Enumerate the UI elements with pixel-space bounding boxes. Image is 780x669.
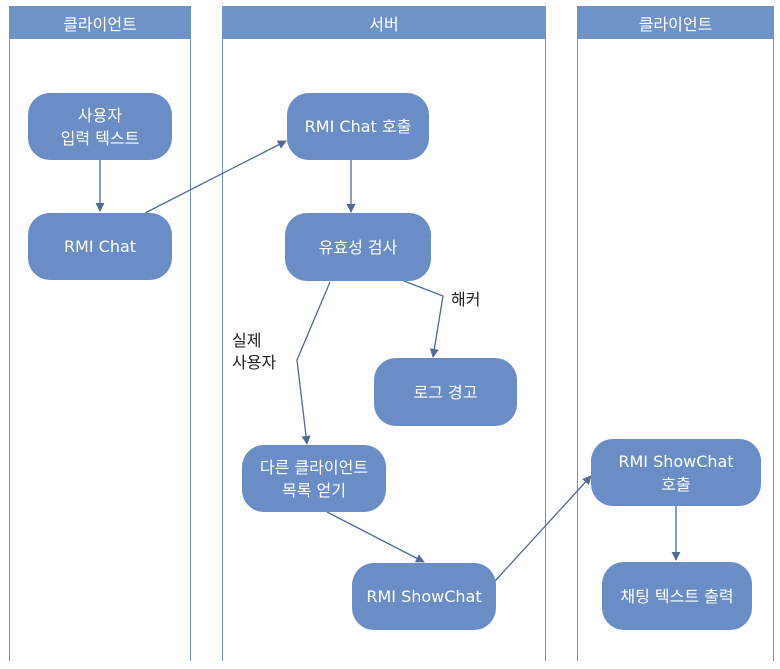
lane-header-client-right: 클라이언트 (577, 6, 774, 39)
node-rmi-showchat: RMI ShowChat (352, 563, 496, 630)
edge-label-real-user: 실제 사용자 (232, 331, 277, 372)
node-get-other-clients: 다른 클라이언트 목록 얻기 (242, 445, 386, 512)
node-user-input: 사용자 입력 텍스트 (28, 93, 172, 160)
node-rmi-chat: RMI Chat (28, 213, 172, 280)
edge-label-hacker: 해커 (451, 290, 481, 309)
lane-header-client-left: 클라이언트 (9, 6, 191, 39)
lane-server (222, 6, 546, 661)
node-validity-check: 유효성 검사 (285, 213, 431, 281)
lane-client-right (577, 6, 774, 661)
node-rmi-showchat-call: RMI ShowChat 호출 (591, 439, 761, 506)
arrow-rmichat-to-call (144, 140, 287, 214)
node-log-warning: 로그 경고 (374, 358, 517, 426)
lane-client-left (9, 6, 191, 661)
lane-header-server: 서버 (222, 6, 546, 39)
node-rmi-chat-call: RMI Chat 호출 (287, 93, 429, 160)
arrow-showchat-to-call (494, 475, 592, 582)
node-print-chat-text: 채팅 텍스트 출력 (602, 562, 752, 630)
arrow-validity-to-log (403, 280, 444, 358)
arrow-validity-to-clients (296, 281, 331, 445)
arrow-clients-to-showchat (326, 511, 425, 563)
